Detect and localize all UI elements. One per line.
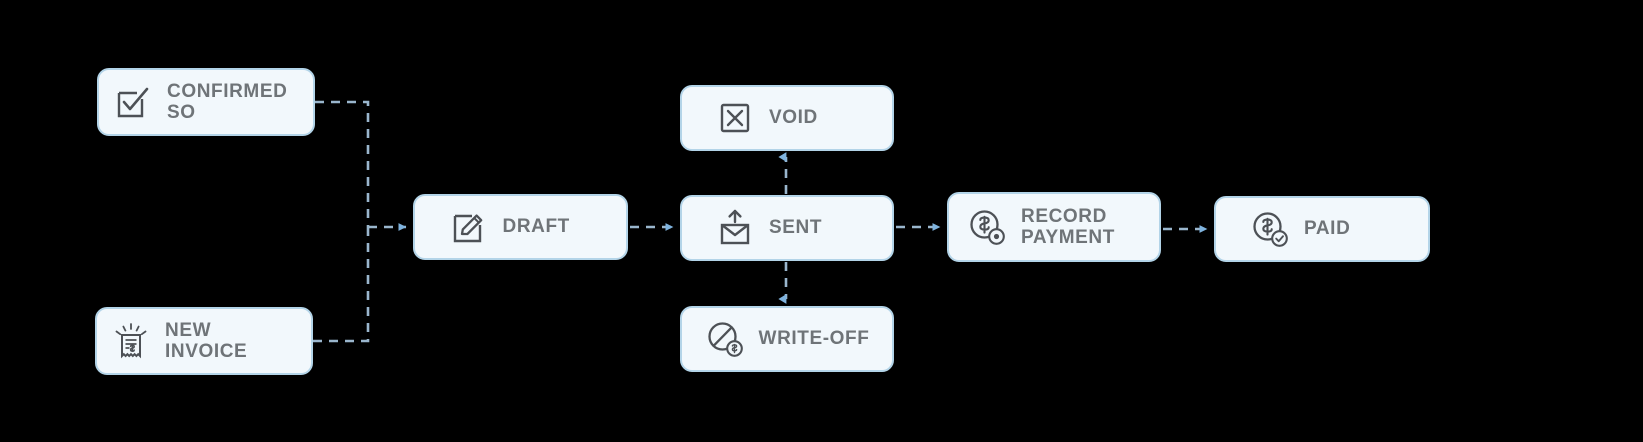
envelope-up-arrow-icon [720, 209, 750, 245]
dollar-circle-record-icon [970, 210, 1005, 245]
node-label: WRITE-OFF [758, 328, 870, 350]
checkbox-checked-icon [117, 87, 149, 118]
node-label: SENT [769, 217, 823, 239]
node-label: NEW INVOICE [165, 319, 248, 362]
node-label: PAID [1304, 218, 1351, 240]
node-write-off[interactable]: WRITE-OFF [680, 306, 894, 372]
node-new-invoice[interactable]: NEW INVOICE [95, 307, 313, 375]
node-label: CONFIRMED SO [167, 80, 288, 123]
node-void[interactable]: VOID [680, 85, 894, 151]
node-label: DRAFT [502, 216, 570, 238]
node-paid[interactable]: PAID [1214, 196, 1430, 262]
node-draft[interactable]: DRAFT [413, 194, 628, 260]
edge-confirmed-so-to-draft [315, 100, 370, 227]
document-pencil-icon [453, 214, 482, 243]
circle-slash-dollar-icon [707, 322, 743, 357]
node-label: RECORD PAYMENT [1021, 205, 1115, 248]
node-confirmed-so[interactable]: CONFIRMED SO [97, 68, 315, 136]
receipt-sparkle-icon [115, 323, 147, 359]
edge-new-invoice-to-draft [313, 227, 370, 343]
node-record-payment[interactable]: RECORD PAYMENT [947, 192, 1161, 262]
square-x-icon [720, 103, 750, 133]
node-label: VOID [769, 107, 818, 129]
dollar-circle-check-icon [1253, 212, 1288, 247]
node-sent[interactable]: SENT [680, 195, 894, 261]
